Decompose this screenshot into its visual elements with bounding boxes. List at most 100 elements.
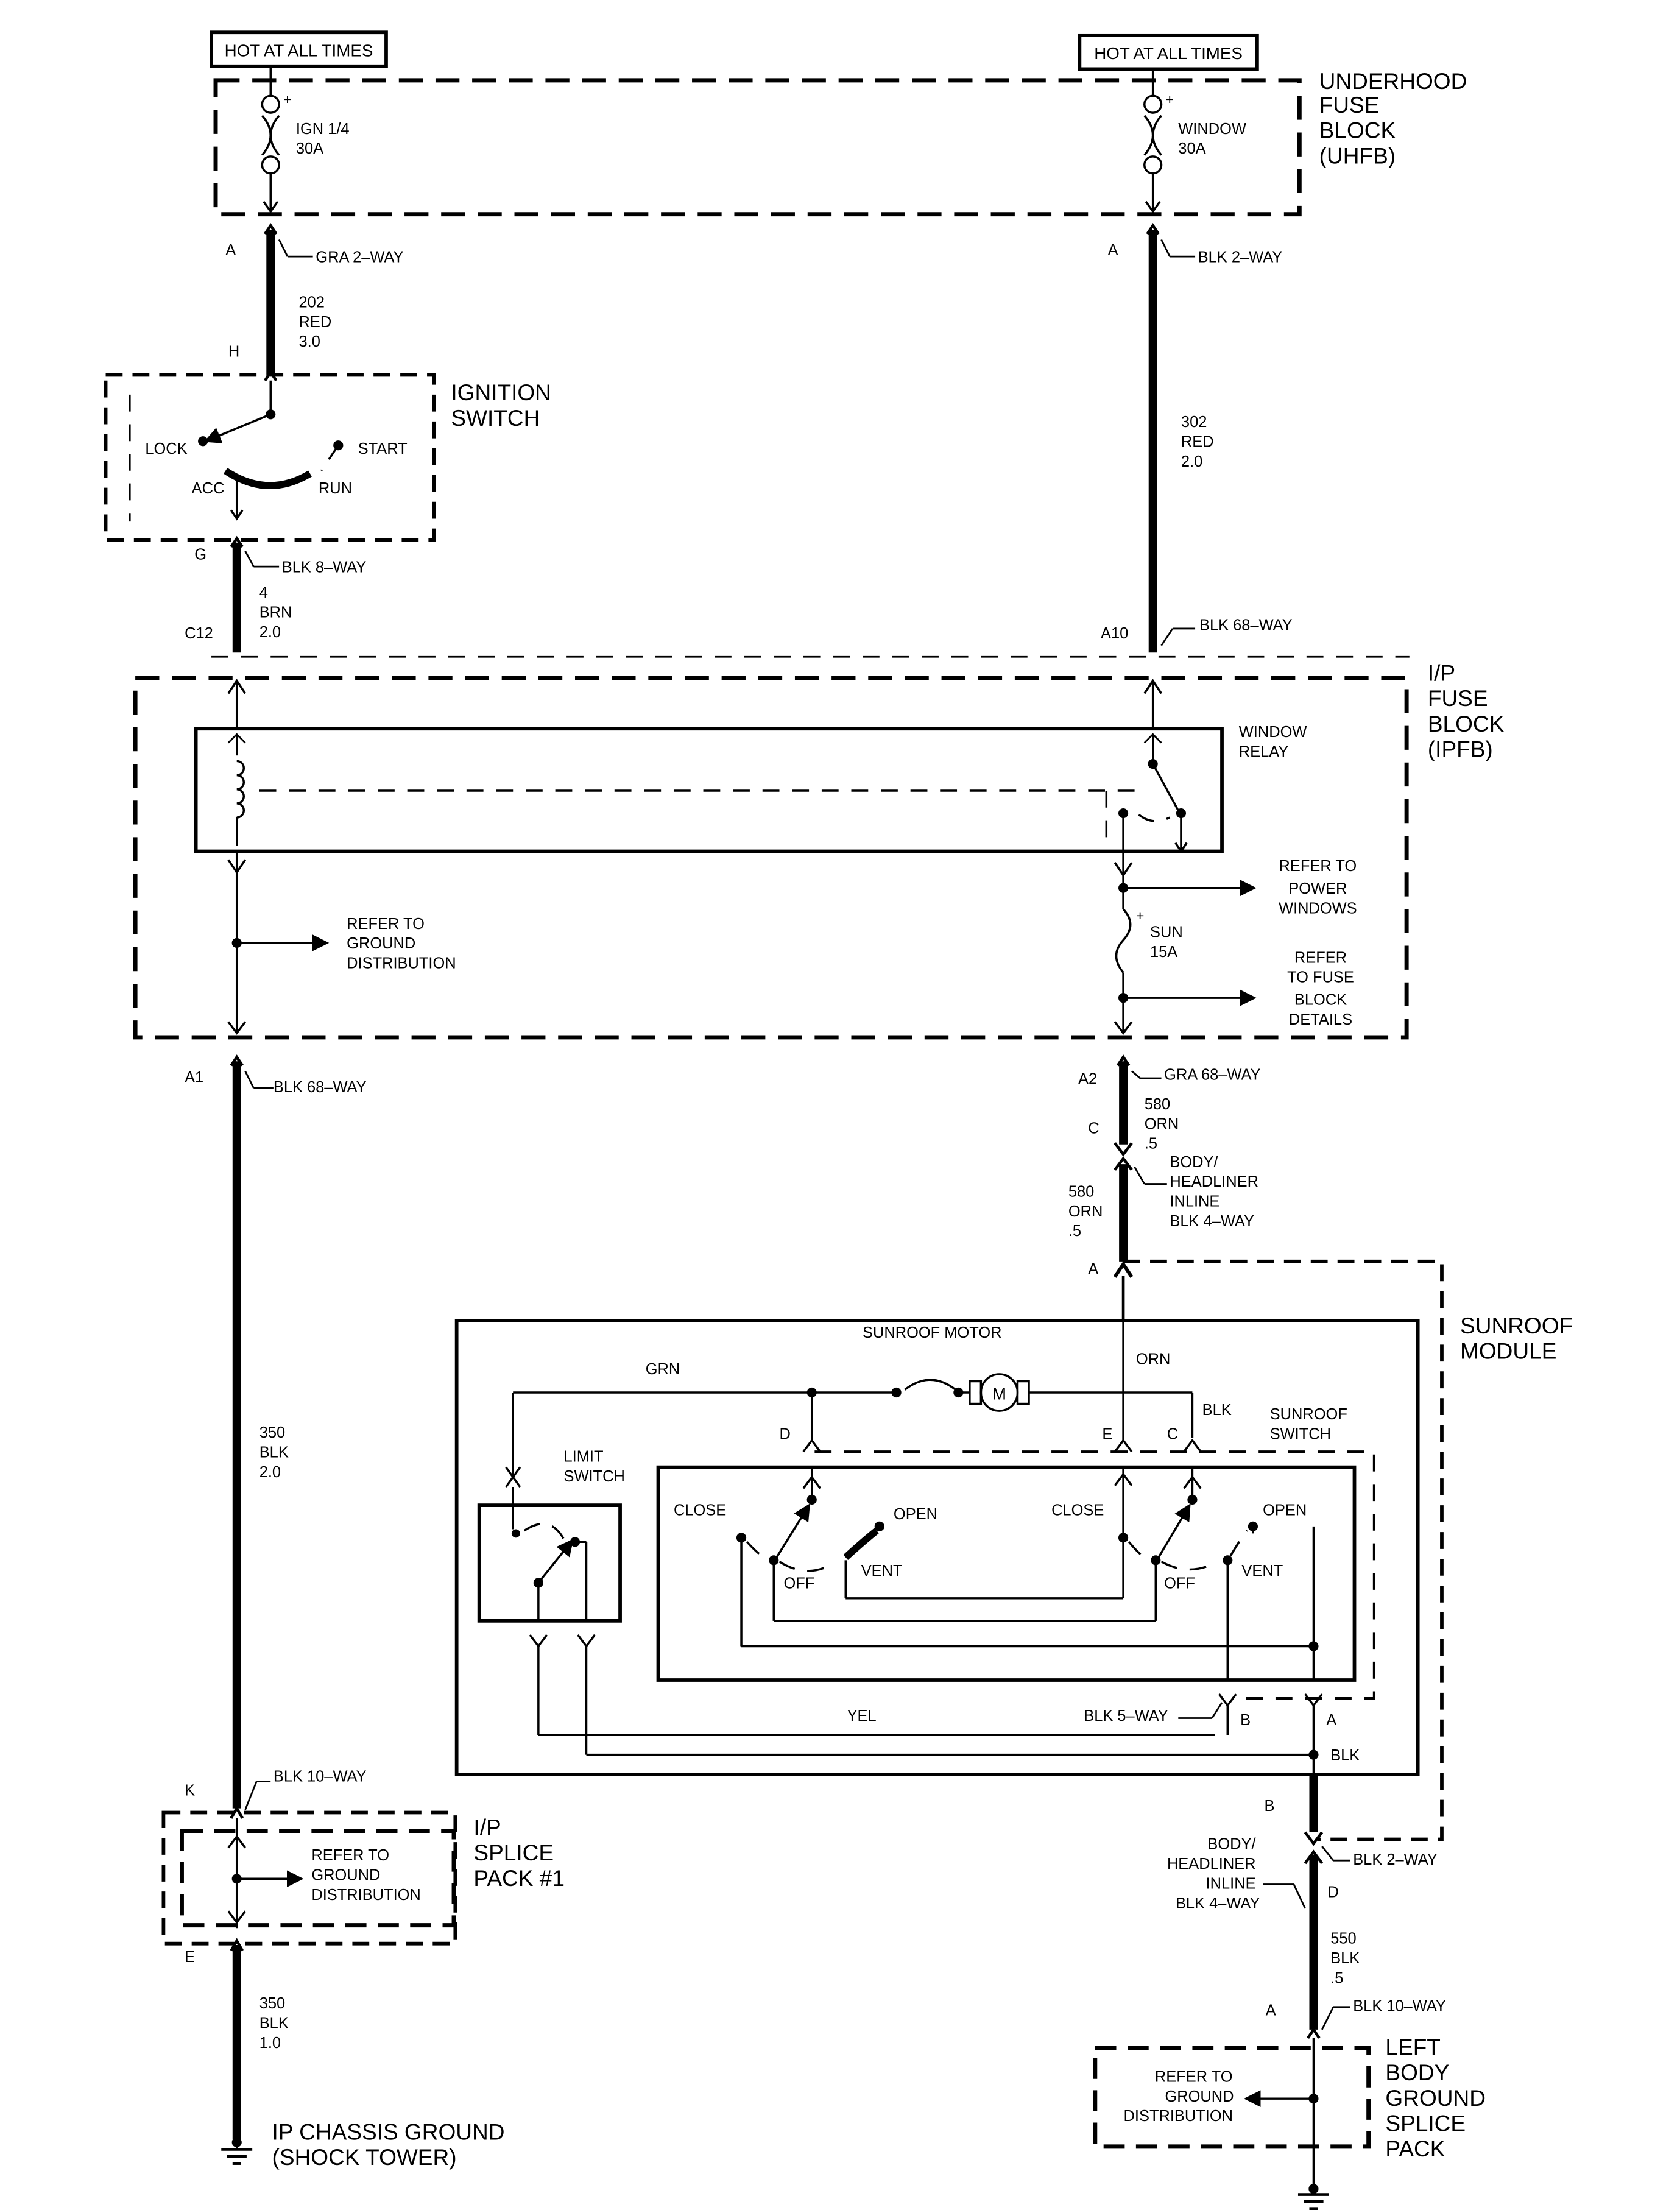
ip-splice-pack: REFER TO GROUND DISTRIBUTION xyxy=(227,1818,421,1929)
wire-350-upper-label: 350 BLK 2.0 xyxy=(259,1424,289,1481)
svg-text:4: 4 xyxy=(259,584,268,601)
svg-text:BLOCK: BLOCK xyxy=(1319,118,1396,143)
conn-a1-blk-68way: A1 BLK 68–WAY xyxy=(185,1054,367,1096)
conn-k-blk-10way: K BLK 10–WAY xyxy=(185,1768,367,1819)
sunroof-switch-outline xyxy=(814,1450,1375,1700)
wire-blk-label: BLK xyxy=(1202,1402,1232,1419)
svg-text:TO FUSE: TO FUSE xyxy=(1287,969,1354,986)
wire-350-lower-label: 350 BLK 1.0 xyxy=(259,1995,289,2052)
svg-text:.5: .5 xyxy=(1145,1135,1157,1153)
conn-a-blk-2way: A BLK 2–WAY xyxy=(1108,223,1283,266)
switch-bottom-terminals: B A xyxy=(1178,1693,1336,1776)
sunroof-motor: M xyxy=(505,1321,1194,1488)
svg-text:DISTRIBUTION: DISTRIBUTION xyxy=(311,1887,420,1904)
ip-splice-pack-title: I/P SPLICE PACK #1 xyxy=(473,1815,565,1891)
ipfb-left-bus xyxy=(227,851,330,1035)
svg-text:BLK 4–WAY: BLK 4–WAY xyxy=(1170,1213,1254,1230)
svg-text:30A: 30A xyxy=(1178,140,1205,157)
ipfb-entry-terminals xyxy=(227,679,1162,730)
sunroof-motor-label: SUNROOF MOTOR xyxy=(863,1324,1001,1341)
wire-302-label: 302 RED 2.0 xyxy=(1181,414,1214,470)
svg-text:+: + xyxy=(1136,908,1145,923)
svg-text:FUSE: FUSE xyxy=(1319,92,1380,118)
svg-text:D: D xyxy=(1328,1883,1339,1901)
wire-grn-label: GRN xyxy=(646,1361,680,1378)
fuse-sun: SUN 15A xyxy=(1150,924,1183,961)
wire-yel-label: YEL xyxy=(847,1707,877,1725)
ground-symbol-left xyxy=(221,2142,253,2165)
ipfb-right-bus: + xyxy=(1114,851,1257,1035)
svg-text:REFER TO: REFER TO xyxy=(311,1847,389,1864)
svg-text:GRA 2–WAY: GRA 2–WAY xyxy=(316,249,403,266)
svg-text:OPEN: OPEN xyxy=(894,1506,937,1523)
svg-text:A: A xyxy=(1108,242,1118,259)
ip-chassis-ground-label: IP CHASSIS GROUND (SHOCK TOWER) xyxy=(272,2119,505,2170)
svg-text:BODY: BODY xyxy=(1385,2060,1449,2085)
svg-text:WINDOW: WINDOW xyxy=(1178,121,1246,138)
hot-at-all-times-left: HOT AT ALL TIMES xyxy=(210,30,388,68)
svg-text:INLINE: INLINE xyxy=(1206,1875,1256,1892)
svg-text:BLOCK: BLOCK xyxy=(1428,711,1505,736)
conn-h: H xyxy=(228,343,239,360)
sunroof-switch-right-section: CLOSE OPEN OFF VENT xyxy=(1051,1467,1319,1681)
svg-text:GROUND: GROUND xyxy=(1385,2085,1486,2111)
fuse-window: + WINDOW 30A xyxy=(1143,69,1246,214)
svg-text:BLK 68–WAY: BLK 68–WAY xyxy=(1199,616,1293,634)
svg-text:HEADLINER: HEADLINER xyxy=(1167,1855,1256,1873)
svg-text:BLK 2–WAY: BLK 2–WAY xyxy=(1353,1851,1438,1868)
conn-b-module: B xyxy=(1264,1798,1274,1815)
svg-text:BLK: BLK xyxy=(259,1444,289,1461)
svg-text:GRA 68–WAY: GRA 68–WAY xyxy=(1164,1066,1260,1083)
svg-text:RED: RED xyxy=(1181,433,1214,450)
svg-text:(IPFB): (IPFB) xyxy=(1428,736,1493,762)
svg-text:WINDOWS: WINDOWS xyxy=(1279,900,1357,917)
svg-text:.5: .5 xyxy=(1330,1969,1343,1986)
svg-text:REFER TO: REFER TO xyxy=(1155,2068,1233,2085)
svg-text:A: A xyxy=(225,242,236,259)
conn-a-blk-10way: A BLK 10–WAY xyxy=(1266,1998,1446,2039)
wire-orn-label: ORN xyxy=(1136,1351,1171,1368)
conn-a10-blk-68way: A10 BLK 68–WAY xyxy=(1101,616,1293,646)
svg-text:LIMIT: LIMIT xyxy=(564,1448,604,1465)
svg-text:580: 580 xyxy=(1145,1096,1170,1113)
svg-text:REFER: REFER xyxy=(1294,949,1347,966)
svg-text:BLK 2–WAY: BLK 2–WAY xyxy=(1198,249,1283,266)
svg-text:SWITCH: SWITCH xyxy=(564,1468,625,1485)
fuse-ign-1-4: + IGN 1/4 30A xyxy=(261,66,350,214)
svg-text:2.0: 2.0 xyxy=(1181,453,1202,470)
ip-splice-pack-inner xyxy=(180,1829,456,1928)
svg-text:B: B xyxy=(1240,1712,1251,1729)
conn-c: C xyxy=(1088,1120,1099,1137)
refer-ground-distribution: REFER TO GROUND DISTRIBUTION xyxy=(347,916,456,972)
svg-text:550: 550 xyxy=(1330,1930,1356,1947)
svg-text:BLK: BLK xyxy=(259,2015,289,2032)
svg-text:SPLICE: SPLICE xyxy=(473,1840,554,1865)
svg-text:G: G xyxy=(194,546,206,563)
svg-text:E: E xyxy=(1102,1425,1112,1442)
conn-c12: C12 xyxy=(185,625,213,642)
svg-text:(SHOCK TOWER): (SHOCK TOWER) xyxy=(272,2144,457,2170)
svg-text:3.0: 3.0 xyxy=(299,333,320,350)
svg-text:UNDERHOOD: UNDERHOOD xyxy=(1319,68,1467,94)
svg-text:OPEN: OPEN xyxy=(1263,1502,1307,1519)
svg-text:GROUND: GROUND xyxy=(1165,2088,1234,2105)
svg-text:350: 350 xyxy=(259,1424,285,1441)
svg-text:FUSE: FUSE xyxy=(1428,685,1488,711)
svg-text:ACC: ACC xyxy=(192,480,225,497)
svg-text:BLK 8–WAY: BLK 8–WAY xyxy=(282,559,367,576)
svg-text:IGNITION: IGNITION xyxy=(451,380,551,405)
svg-text:RELAY: RELAY xyxy=(1239,744,1289,761)
svg-text:BLK: BLK xyxy=(1330,1950,1360,1967)
svg-text:WINDOW: WINDOW xyxy=(1239,724,1307,741)
svg-text:IGN 1/4: IGN 1/4 xyxy=(296,121,350,138)
limit-switch xyxy=(511,1487,1319,1760)
wire-blk-bottom-label: BLK xyxy=(1330,1747,1360,1764)
svg-text:I/P: I/P xyxy=(473,1815,501,1840)
svg-text:I/P: I/P xyxy=(1428,660,1455,686)
svg-text:+: + xyxy=(283,91,292,107)
svg-text:PACK #1: PACK #1 xyxy=(473,1865,565,1891)
svg-text:C: C xyxy=(1167,1425,1178,1442)
conn-a-module: A xyxy=(1088,1261,1098,1278)
svg-text:ORN: ORN xyxy=(1068,1203,1103,1220)
